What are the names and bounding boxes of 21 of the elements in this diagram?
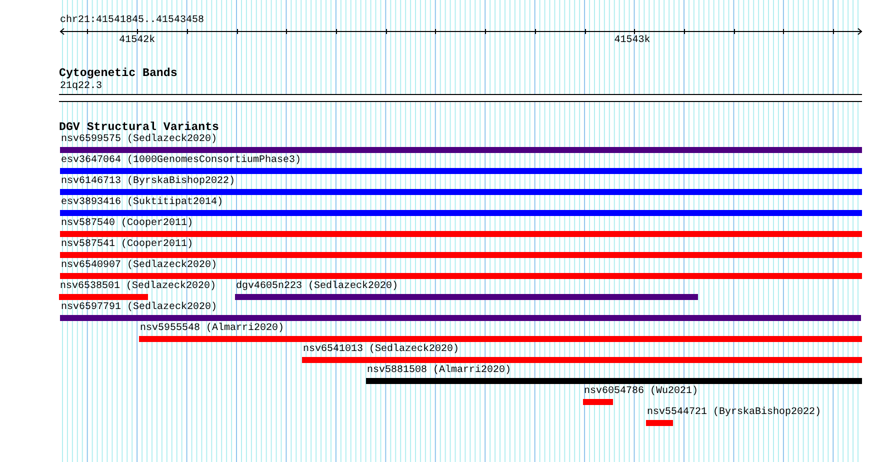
tick-label: 41543k [614, 35, 650, 46]
track-title: DGV Structural Variants [59, 122, 220, 134]
variant-label: esv3893416 (Suktitipat2014) [60, 197, 224, 208]
variant-label: nsv587540 (Cooper2011) [60, 218, 194, 229]
variant-label: nsv6538501 (Sedlazeck2020) [59, 281, 216, 292]
variant-label: dgv4605n223 (Sedlazeck2020) [235, 281, 400, 292]
band-label: 21q22.3 [59, 81, 104, 92]
variant-label: nsv6054786 (Wu2021) [583, 386, 698, 397]
variant-label: nsv5544721 (ByrskaBishop2022) [646, 407, 822, 418]
coordinate-label: chr21:41541845..41543458 [60, 15, 204, 26]
variant-label: nsv6599575 (Sedlazeck2020) [60, 134, 218, 145]
variant-label: nsv6541013 (Sedlazeck2020) [302, 344, 460, 355]
variant-label: nsv587541 (Cooper2011) [60, 239, 194, 250]
variant-label: nsv5881508 (Almarri2020) [366, 365, 512, 376]
tick-label: 41542k [119, 35, 156, 46]
variant-label: nsv5955548 (Almarri2020) [139, 323, 286, 334]
variant-label: nsv6540907 (Sedlazeck2020) [60, 260, 218, 271]
variant-label: nsv6146713 (ByrskaBishop2022) [60, 176, 236, 187]
track-title: Cytogenetic Bands [59, 68, 178, 80]
variant-label: esv3647064 (1000GenomesConsortiumPhase3) [60, 155, 302, 166]
variant-label: nsv6597791 (Sedlazeck2020) [60, 302, 218, 313]
